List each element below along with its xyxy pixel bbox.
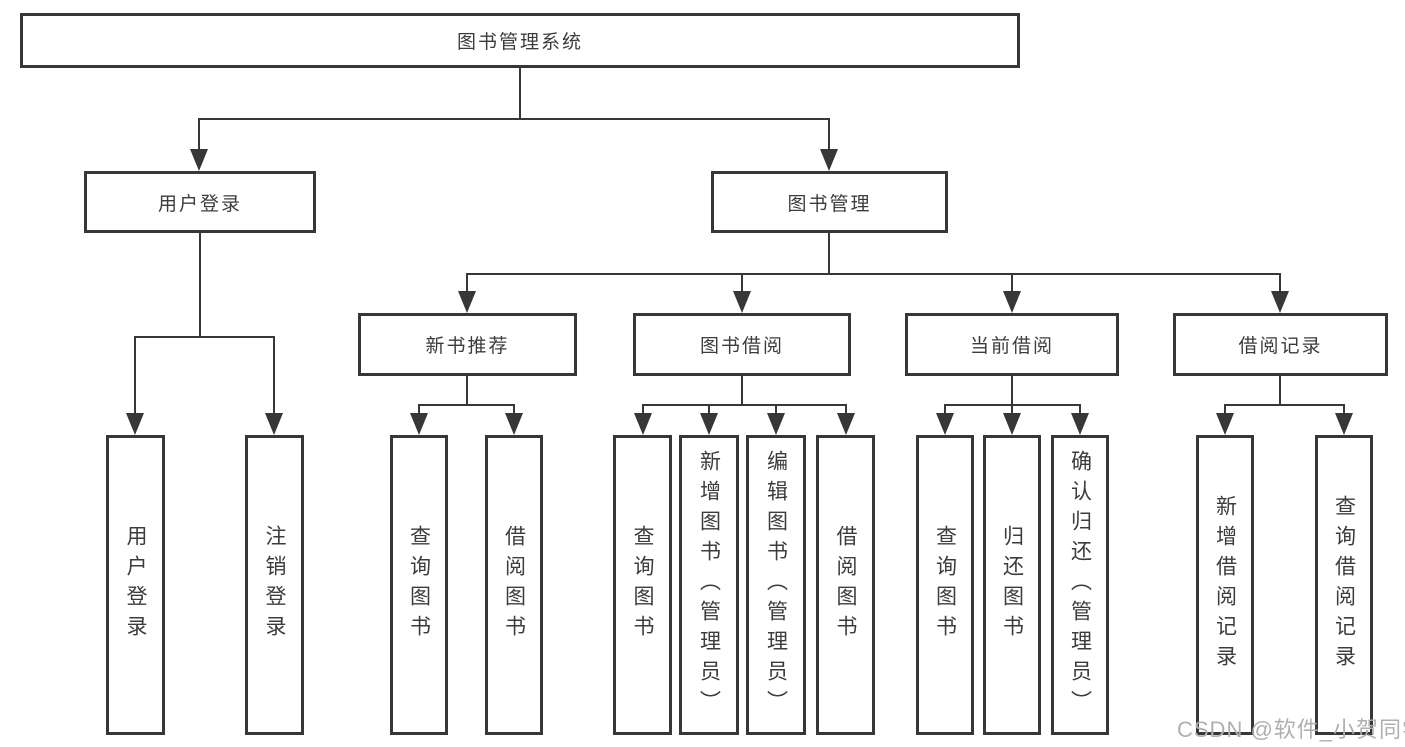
connector-branch-stem [741, 273, 743, 294]
connector-records-rail [1224, 404, 1345, 406]
arrow-down-icon [505, 413, 523, 435]
leaf-recommend-query-books: 查询图书 [390, 435, 448, 735]
arrow-down-icon [700, 413, 718, 435]
connector-leaf-stem [1343, 404, 1345, 416]
connector-root-stem [519, 68, 521, 119]
connector-book-mgmt-stem [828, 232, 830, 274]
connector-to-book-mgmt-stem [828, 118, 830, 152]
connector-leaf-stem [708, 404, 710, 416]
arrow-down-icon [410, 413, 428, 435]
node-book-borrowing: 图书借阅 [633, 313, 851, 376]
leaf-logout: 注销登录 [245, 435, 304, 735]
node-borrowing-records: 借阅记录 [1173, 313, 1388, 376]
connector-leaf-stem [1224, 404, 1226, 416]
node-library-system: 图书管理系统 [20, 13, 1020, 68]
connector-leaf-stem [513, 404, 515, 416]
leaf-borrowing-query-books: 查询图书 [613, 435, 672, 735]
arrow-down-icon [1003, 413, 1021, 435]
connector-leaf-stem [775, 404, 777, 416]
connector-leaf-stem [1079, 404, 1081, 416]
arrow-down-icon [767, 413, 785, 435]
leaf-edit-books-admin: 编辑图书（管理员） [746, 435, 806, 735]
connector-leaf-stem [1011, 404, 1013, 416]
node-book-management: 图书管理 [711, 171, 948, 233]
connector-current-stem [1011, 375, 1013, 405]
connector-book-mgmt-rail [466, 273, 1281, 275]
leaf-borrowing-borrow-books: 借阅图书 [816, 435, 875, 735]
arrow-down-icon [1271, 291, 1289, 313]
connector-user-login-stem [199, 232, 201, 337]
leaf-recommend-borrow-books: 借阅图书 [485, 435, 543, 735]
arrow-down-icon [1335, 413, 1353, 435]
leaf-confirm-return-admin: 确认归还（管理员） [1051, 435, 1109, 735]
arrow-down-icon [936, 413, 954, 435]
connector-leaf-stem [134, 336, 136, 416]
connector-leaf-stem [273, 336, 275, 416]
connector-leaf-stem [418, 404, 420, 416]
connector-root-rail [199, 118, 830, 120]
connector-records-stem [1279, 375, 1281, 405]
csdn-watermark: CSDN @软件_小贺同学 [1177, 717, 1405, 742]
leaf-add-books-admin: 新增图书（管理员） [679, 435, 739, 735]
leaf-current-query-books: 查询图书 [916, 435, 974, 735]
arrow-down-icon [733, 291, 751, 313]
arrow-down-icon [458, 291, 476, 313]
leaf-return-books: 归还图书 [983, 435, 1041, 735]
connector-branch-stem [1279, 273, 1281, 294]
connector-leaf-stem [845, 404, 847, 416]
leaf-add-borrow-record: 新增借阅记录 [1196, 435, 1254, 735]
node-current-borrowing: 当前借阅 [905, 313, 1119, 376]
connector-recommend-stem [466, 375, 468, 405]
connector-borrowing-rail [642, 404, 847, 406]
arrow-down-icon [1216, 413, 1234, 435]
arrow-down-icon [190, 149, 208, 171]
arrow-down-icon [265, 413, 283, 435]
leaf-query-borrow-record: 查询借阅记录 [1315, 435, 1373, 735]
arrow-down-icon [837, 413, 855, 435]
arrow-down-icon [634, 413, 652, 435]
leaf-user-login: 用户登录 [106, 435, 165, 735]
arrow-down-icon [1003, 291, 1021, 313]
arrow-down-icon [126, 413, 144, 435]
connector-branch-stem [466, 273, 468, 294]
connector-branch-stem [1011, 273, 1013, 294]
node-new-book-recommend: 新书推荐 [358, 313, 577, 376]
connector-recommend-rail [418, 404, 515, 406]
node-user-login: 用户登录 [84, 171, 316, 233]
connector-user-login-rail [134, 336, 275, 338]
connector-leaf-stem [642, 404, 644, 416]
connector-leaf-stem [944, 404, 946, 416]
arrow-down-icon [1071, 413, 1089, 435]
connector-borrowing-stem [741, 375, 743, 405]
arrow-down-icon [820, 149, 838, 171]
connector-to-user-login-stem [198, 118, 200, 152]
